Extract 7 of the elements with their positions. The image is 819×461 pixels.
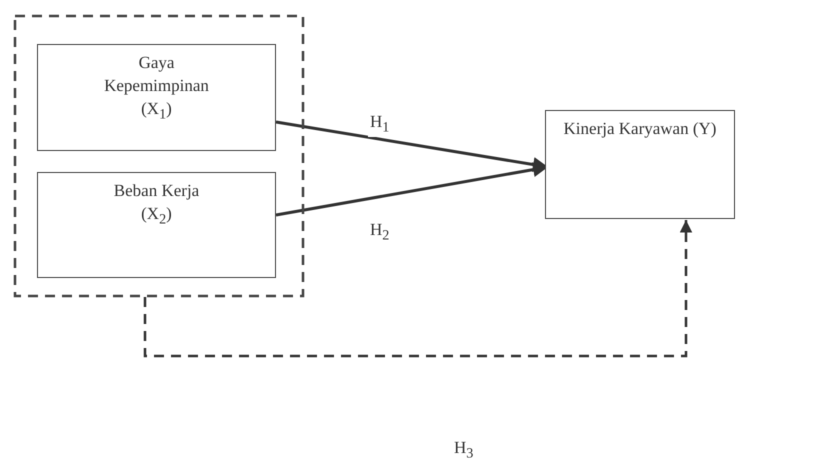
dashed-arrow: [144, 220, 692, 358]
box-label: Kinerja Karyawan (Y): [562, 118, 718, 140]
variable-box: [37, 44, 276, 151]
box-label: Beban Kerja (X$_{2}$): [112, 180, 200, 230]
variable-box: [37, 172, 276, 278]
variable-box: [545, 110, 735, 219]
box-label: Gaya Kepemimpinan (X$_{1}$): [103, 52, 210, 124]
